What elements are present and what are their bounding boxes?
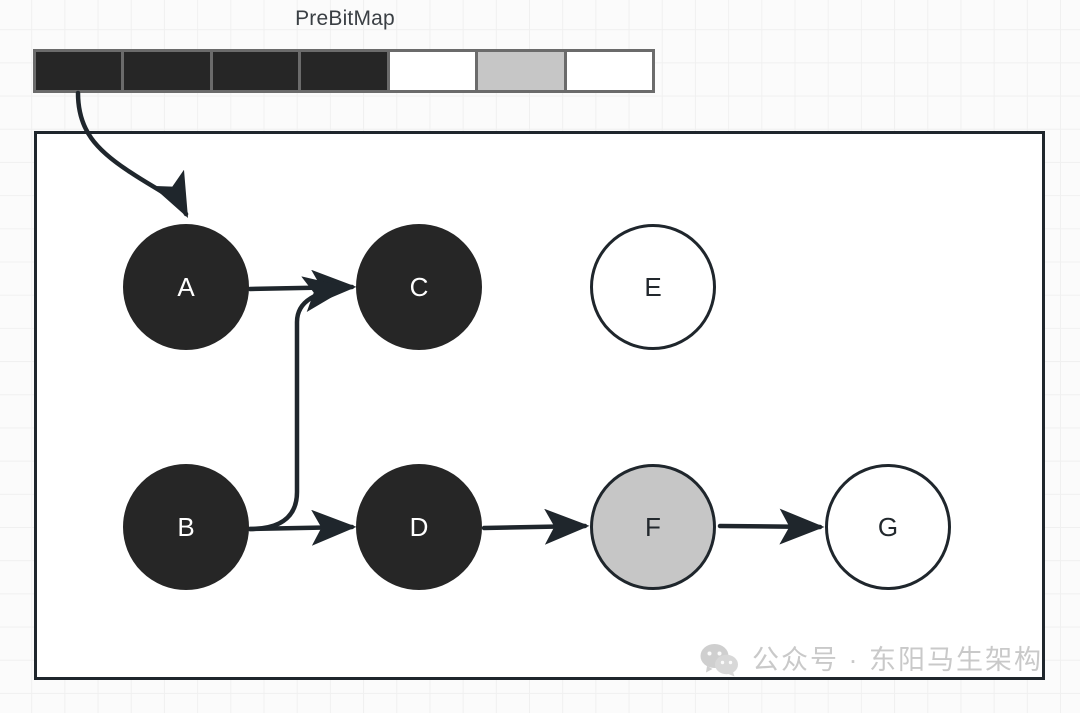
graph-node-e[interactable]: E — [590, 224, 716, 350]
bitmap-cell-3[interactable] — [301, 52, 387, 90]
node-label-a: A — [177, 272, 195, 302]
graph-node-f[interactable]: F — [590, 464, 716, 590]
bitmap-cell-6[interactable] — [566, 52, 652, 90]
node-label-e: E — [644, 272, 662, 302]
bitmap-cell-0[interactable] — [36, 52, 122, 90]
graph-container-box — [34, 131, 1045, 680]
watermark-text: 公众号 · 东阳马生架构 — [752, 644, 1043, 675]
graph-node-g[interactable]: G — [825, 464, 951, 590]
prebitmap-bar — [33, 49, 655, 93]
graph-node-c[interactable]: C — [356, 224, 482, 350]
graph-node-b[interactable]: B — [123, 464, 249, 590]
watermark: 公众号 · 东阳马生架构 — [700, 643, 1043, 677]
bitmap-cell-4[interactable] — [389, 52, 476, 90]
node-label-b: B — [177, 512, 195, 542]
prebitmap-title: PreBitMap — [295, 7, 395, 30]
bitmap-cell-5[interactable] — [478, 52, 564, 90]
bitmap-cell-1[interactable] — [124, 52, 210, 90]
graph-node-d[interactable]: D — [356, 464, 482, 590]
bitmap-cell-2[interactable] — [212, 52, 299, 90]
node-label-g: G — [877, 512, 899, 542]
node-label-c: C — [409, 272, 429, 302]
node-label-d: D — [409, 512, 429, 542]
graph-node-a[interactable]: A — [123, 224, 249, 350]
node-label-f: F — [645, 512, 661, 542]
wechat-logo-icon — [700, 644, 738, 677]
